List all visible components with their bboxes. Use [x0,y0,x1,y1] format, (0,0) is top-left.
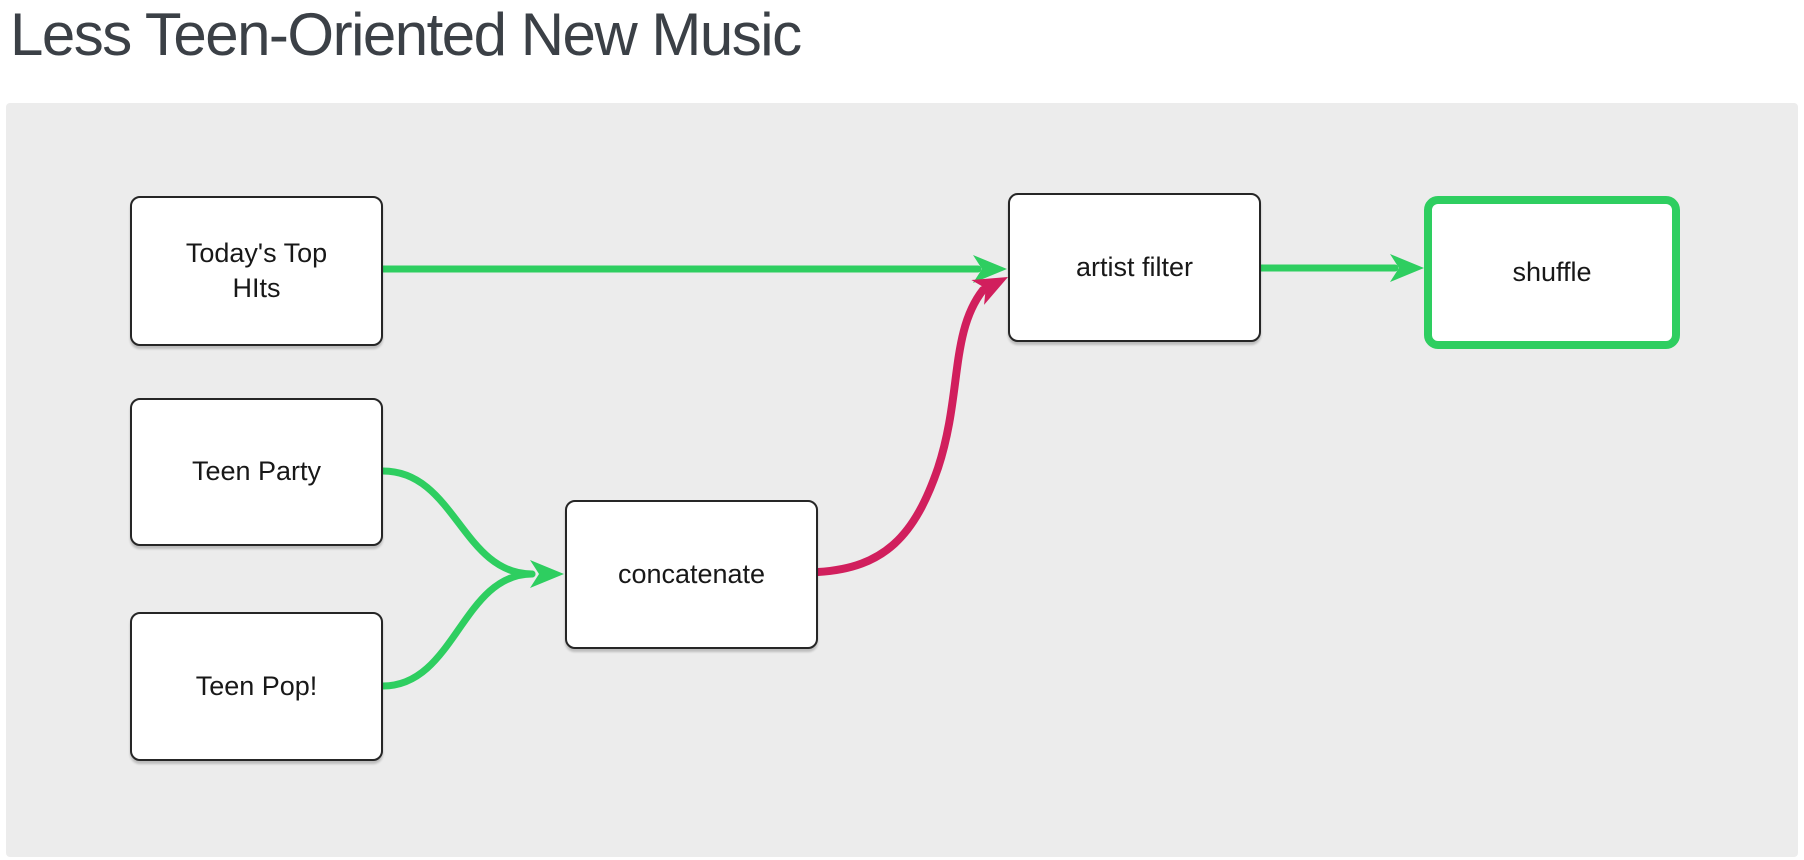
node-label: Teen Party [191,456,322,487]
node-teen-pop[interactable]: Teen Pop! [130,612,383,761]
node-teen-party[interactable]: Teen Party [130,398,383,546]
node-concatenate[interactable]: concatenate [565,500,818,649]
node-label: shuffle [1512,256,1592,287]
node-label: Teen Pop! [195,670,318,701]
edge-teen-pop-to-concatenate[interactable] [379,570,536,690]
page-title: Less Teen-Oriented New Music [10,1,802,68]
node-artist-filter[interactable]: artist filter [1008,193,1261,342]
node-label: concatenate [617,558,766,589]
node-shuffle-selected[interactable]: shuffle [1424,196,1680,349]
node-todays-top-hits[interactable]: Today's Top HIts [130,196,383,346]
node-label: artist filter [1075,251,1194,282]
edge-concatenate-to-artist-filter[interactable] [814,286,987,576]
edge-teen-party-to-concatenate[interactable] [379,467,536,578]
node-label: Today's Top HIts [185,237,328,303]
